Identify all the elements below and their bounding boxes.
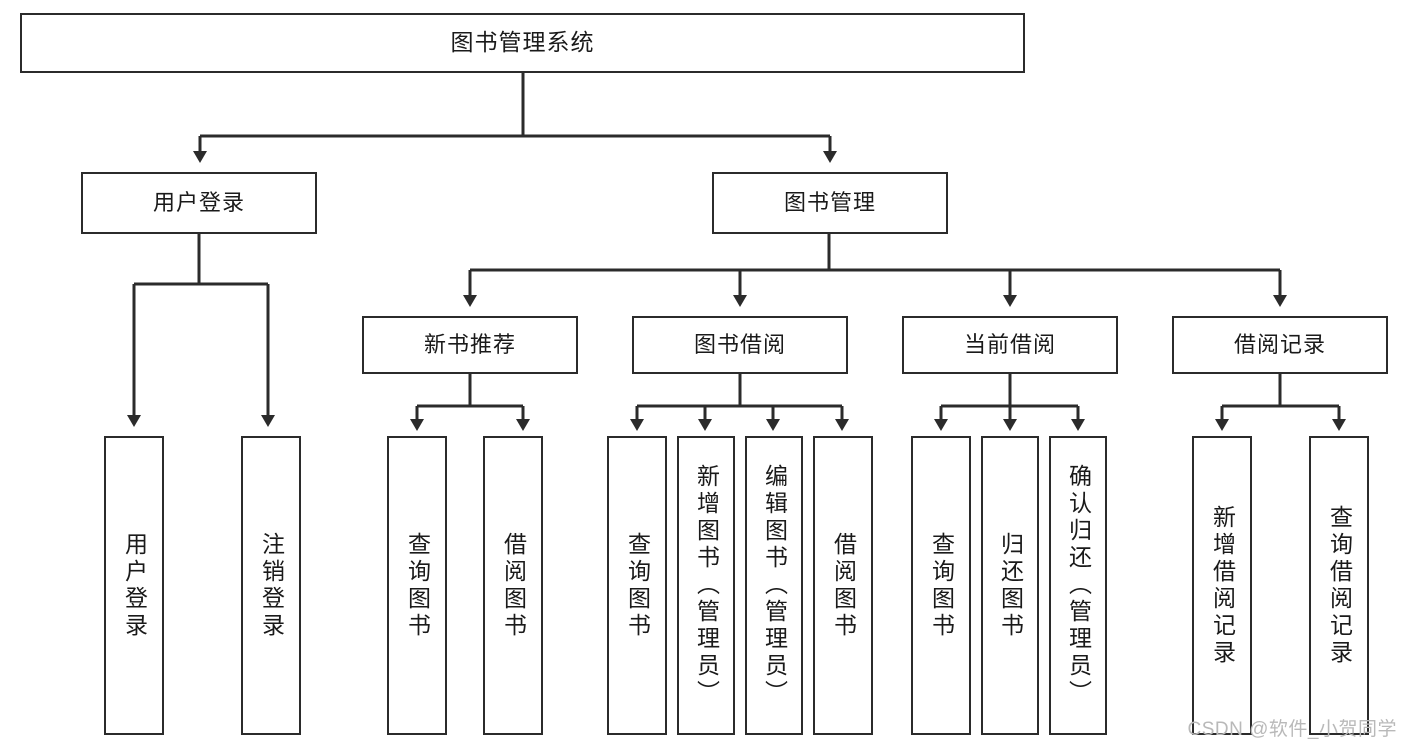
leaf-confirm-return[interactable]: 确认归还（管理员） [1049, 436, 1107, 735]
leaf-return-book[interactable]: 归还图书 [981, 436, 1039, 735]
leaf-add-book-label: 新增图书（管理员） [693, 464, 720, 707]
node-new-book-recommend[interactable]: 新书推荐 [362, 316, 578, 374]
leaf-logout[interactable]: 注销登录 [241, 436, 301, 735]
node-current-borrow[interactable]: 当前借阅 [902, 316, 1118, 374]
node-book-borrow-label: 图书借阅 [693, 332, 786, 358]
leaf-confirm-return-label: 确认归还（管理员） [1065, 464, 1092, 707]
leaf-logout-label: 注销登录 [258, 531, 285, 640]
node-book-management-label: 图书管理 [783, 190, 876, 216]
leaf-query-book-1-label: 查询图书 [404, 531, 431, 640]
leaf-query-book-1[interactable]: 查询图书 [387, 436, 447, 735]
leaf-borrow-book-1-label: 借阅图书 [500, 531, 527, 640]
watermark: CSDN @软件_小贺同学 [1187, 719, 1397, 740]
node-current-borrow-label: 当前借阅 [963, 332, 1056, 358]
node-book-borrow[interactable]: 图书借阅 [632, 316, 848, 374]
node-root[interactable]: 图书管理系统 [20, 13, 1025, 73]
node-borrow-record[interactable]: 借阅记录 [1172, 316, 1388, 374]
leaf-add-book[interactable]: 新增图书（管理员） [677, 436, 735, 735]
leaf-query-book-2-label: 查询图书 [624, 531, 651, 640]
leaf-edit-book[interactable]: 编辑图书（管理员） [745, 436, 803, 735]
node-borrow-record-label: 借阅记录 [1233, 332, 1326, 358]
leaf-query-record-label: 查询借阅记录 [1326, 504, 1353, 667]
leaf-add-record[interactable]: 新增借阅记录 [1192, 436, 1252, 735]
leaf-user-login[interactable]: 用户登录 [104, 436, 164, 735]
leaf-query-book-2[interactable]: 查询图书 [607, 436, 667, 735]
node-new-book-recommend-label: 新书推荐 [423, 332, 516, 358]
leaf-borrow-book-2[interactable]: 借阅图书 [813, 436, 873, 735]
node-root-label: 图书管理系统 [450, 29, 595, 56]
leaf-return-book-label: 归还图书 [997, 531, 1024, 640]
leaf-query-book-3[interactable]: 查询图书 [911, 436, 971, 735]
leaf-query-record[interactable]: 查询借阅记录 [1309, 436, 1369, 735]
node-book-management[interactable]: 图书管理 [712, 172, 948, 234]
leaf-borrow-book-1[interactable]: 借阅图书 [483, 436, 543, 735]
leaf-query-book-3-label: 查询图书 [928, 531, 955, 640]
node-user-login-label: 用户登录 [152, 190, 245, 216]
leaf-borrow-book-2-label: 借阅图书 [830, 531, 857, 640]
leaf-user-login-label: 用户登录 [121, 531, 148, 640]
leaf-add-record-label: 新增借阅记录 [1209, 504, 1236, 667]
node-user-login[interactable]: 用户登录 [81, 172, 317, 234]
leaf-edit-book-label: 编辑图书（管理员） [761, 464, 788, 707]
